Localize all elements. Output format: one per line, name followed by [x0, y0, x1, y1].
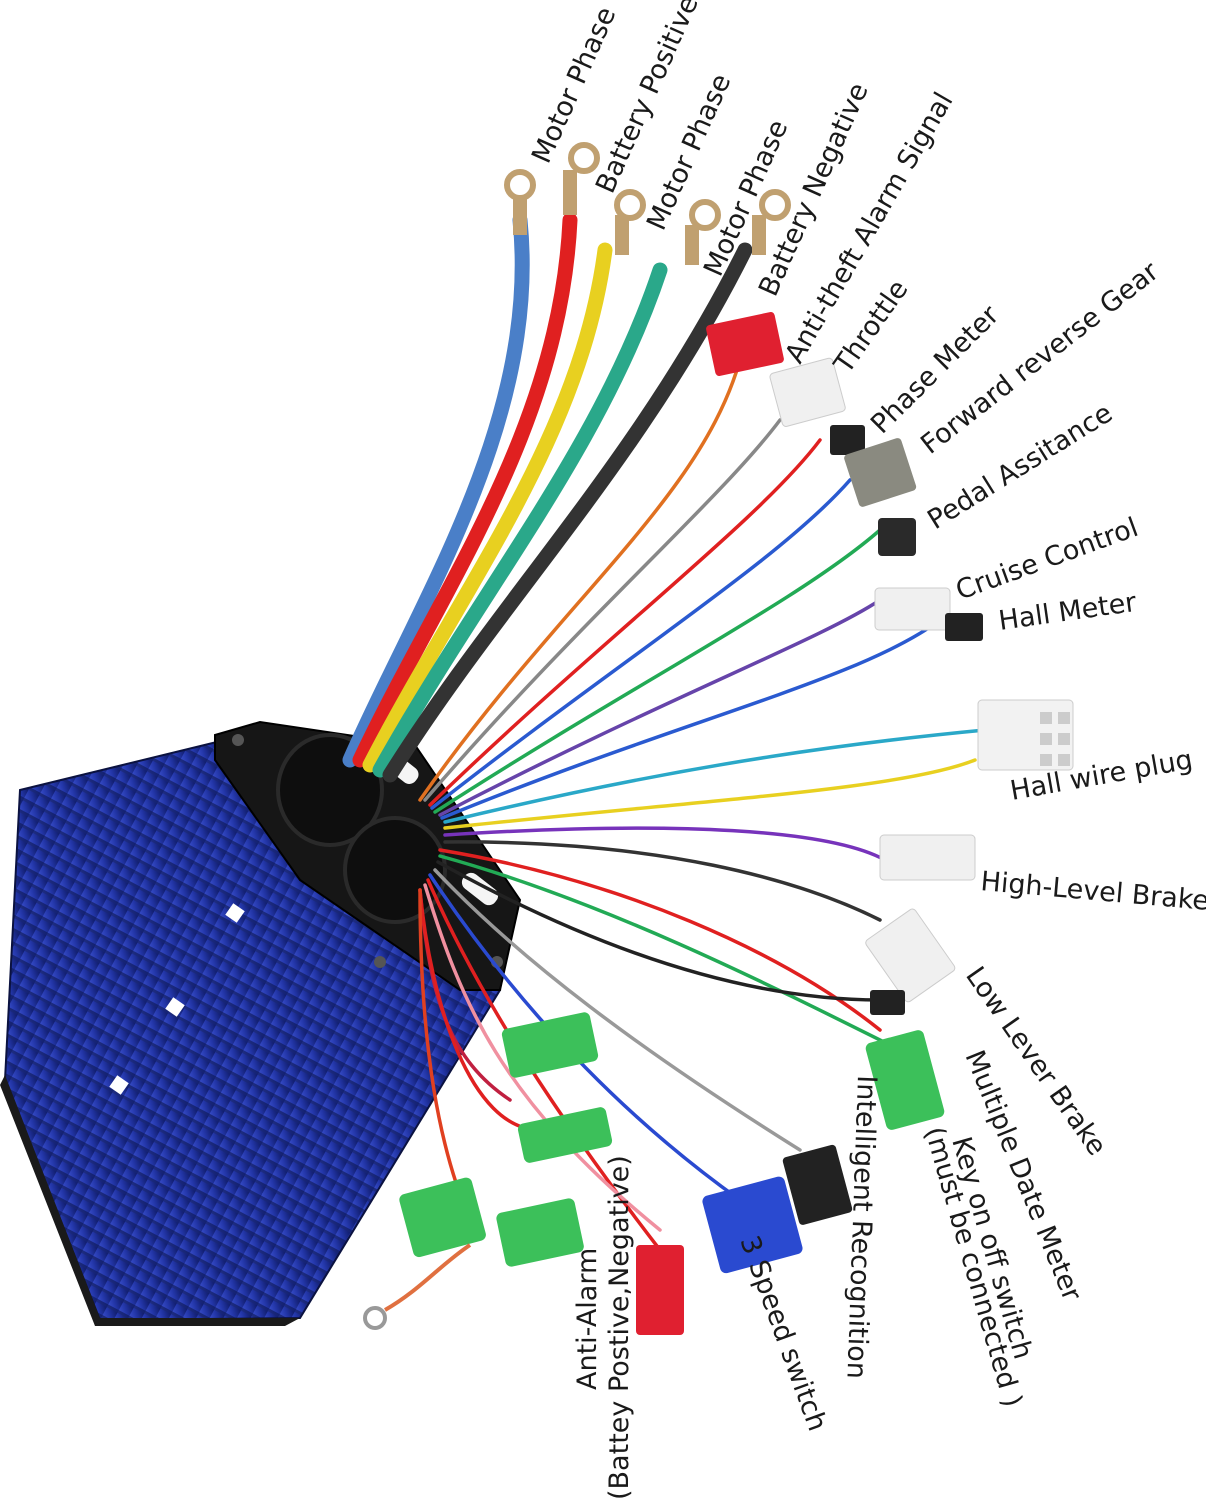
label-3-speed-switch: 3 Speed switch [733, 1232, 832, 1435]
ring-terminal-small-eye [363, 1306, 387, 1330]
screw [374, 956, 386, 968]
ring-terminals [504, 142, 791, 265]
wire-battery-positive-red [352, 212, 578, 768]
connector-3-speed-switch [702, 1176, 803, 1274]
ring-terminal-small [384, 1243, 472, 1312]
terminal-battery-positive [563, 142, 600, 215]
terminal-motor-phase-3 [685, 199, 721, 265]
fin-highlight [165, 997, 185, 1017]
label-intelligent-recognition: Intelligent Recognition [840, 1075, 882, 1380]
connector-hall-wire-plug [977, 699, 1074, 771]
connectors [363, 312, 1074, 1335]
connector-hall-meter [945, 613, 983, 641]
connector-green-loop-4 [496, 1198, 584, 1267]
terminal-motor-phase-1 [504, 169, 536, 235]
wire-motor-phase-green [372, 262, 668, 778]
connector-high-level-brake [879, 834, 976, 881]
controller-base-plate [0, 1075, 300, 1326]
connector-phase-meter [830, 425, 865, 455]
connector-cruise-control [874, 587, 951, 631]
fin-highlight [109, 1075, 129, 1095]
connector-green-loop-2 [517, 1107, 613, 1163]
label-high-level-brake: High-Level Brake [979, 866, 1206, 917]
connector-intelligent-recognition [782, 1144, 853, 1225]
connector-green-loop-3 [399, 1177, 486, 1258]
terminal-motor-phase-2 [614, 189, 646, 255]
wire-motor-phase-yellow [362, 242, 613, 773]
fin-highlight [225, 903, 245, 923]
screw [232, 734, 244, 746]
connector-throttle [769, 357, 846, 427]
connector-pedal-assist [878, 518, 916, 556]
label-anti-alarm: Anti-Alarm [572, 1248, 603, 1390]
connector-anti-theft-alarm [706, 312, 784, 376]
label-anti-alarm-battery: (Battey Postive,Negative) [604, 1155, 635, 1500]
wire-battery-negative-black [382, 242, 753, 783]
terminal-battery-negative [752, 189, 791, 255]
power-wires [342, 212, 753, 783]
connector-key-switch [865, 1030, 945, 1130]
connector-forward-reverse [844, 438, 917, 507]
connector-anti-alarm [636, 1245, 684, 1335]
signal-wires [418, 358, 987, 1252]
wire-motor-phase-blue [342, 212, 530, 768]
controller-unit [0, 720, 522, 1326]
label-hall-meter: Hall Meter [997, 587, 1139, 637]
connector-multiple-date-meter [870, 990, 905, 1015]
connector-low-lever-brake [865, 908, 956, 1003]
connector-green-loop-1 [501, 1012, 599, 1078]
